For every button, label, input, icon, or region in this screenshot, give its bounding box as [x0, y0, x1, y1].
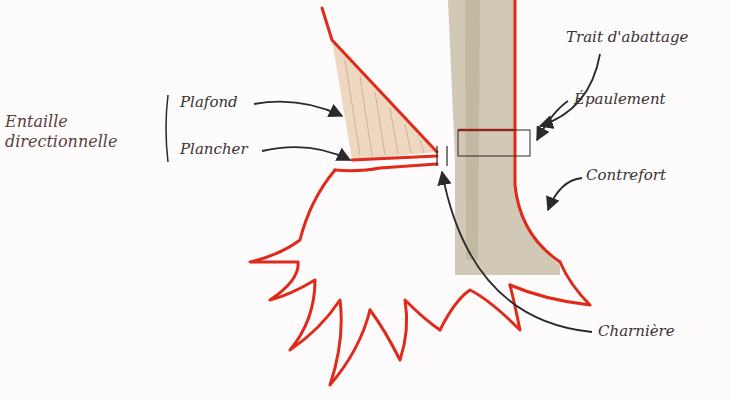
group-label: Entaille directionnelle [5, 112, 163, 152]
part-label: Trait d'abattage [566, 28, 688, 47]
leader-arrow [254, 54, 600, 332]
stump-outline [250, 0, 590, 385]
trunk-fill [448, 0, 560, 275]
part-label: Épaulement [574, 90, 666, 109]
part-label: Contrefort [586, 166, 666, 185]
part-label: Plafond [180, 93, 238, 112]
hinge-ticks [437, 146, 447, 166]
part-label: Plancher [180, 140, 248, 159]
shoulder-box [458, 130, 530, 156]
part-label: Charnière [598, 322, 675, 341]
bracket [166, 95, 168, 162]
wedge-hatching [345, 60, 424, 156]
